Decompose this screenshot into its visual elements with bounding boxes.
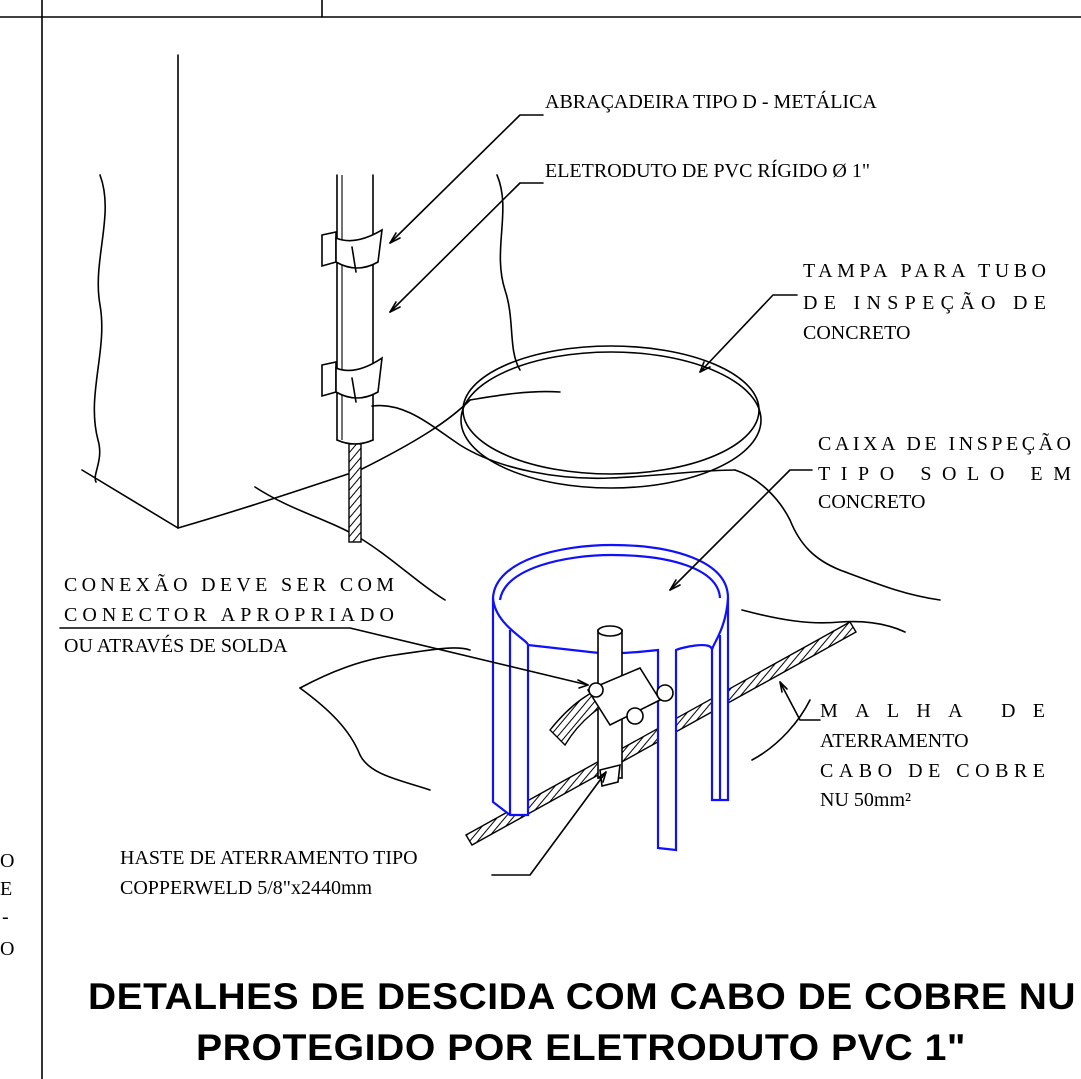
label-mesh: MALHA DE ATERRAMENTO CABO DE COBRE NU 50… [820,700,1045,811]
label-mesh-line-1: MALHA DE [820,700,1045,722]
label-box-line-1: CAIXA DE INSPEÇÃO [818,431,1071,455]
drawing-title-line-1: DETALHES DE DESCIDA COM CABO DE COBRE NU [88,976,1076,1017]
label-connection-line-2: CONECTOR APROPRIADO [64,604,394,626]
label-rod-line-1: HASTE DE ATERRAMENTO TIPO [120,847,418,869]
label-box-line-2: TIPO SOLO EM [818,463,1071,485]
label-connection-line-3: OU ATRAVÉS DE SOLDA [64,634,288,657]
label-mesh-line-2: ATERRAMENTO [820,730,969,752]
label-clamp: ABRAÇADEIRA TIPO D - METÁLICA [545,90,877,113]
label-mesh-line-4: NU 50mm² [820,789,911,811]
label-rod: HASTE DE ATERRAMENTO TIPO COPPERWELD 5/8… [120,847,418,899]
inspection-box [491,543,730,852]
side-fragment-2: E [0,878,12,900]
label-conduit: ELETRODUTO DE PVC RÍGIDO Ø 1" [545,159,870,182]
side-fragment-4: O [0,938,14,960]
label-rod-line-2: COPPERWELD 5/8"x2440mm [120,877,373,899]
inspection-lid [460,345,762,489]
label-connection-line-1: CONEXÃO DEVE SER COM [64,572,394,596]
label-connection: CONEXÃO DEVE SER COM CONECTOR APROPRIADO… [64,572,394,657]
side-fragment-3: - [2,906,9,928]
building-wall [81,54,521,529]
label-lid: TAMPA PARA TUBO DE INSPEÇÃO DE CONCRETO [803,260,1046,344]
side-fragment-1: O [0,850,14,872]
label-lid-line-2: DE INSPEÇÃO DE [803,290,1046,314]
label-lid-line-1: TAMPA PARA TUBO [803,260,1046,282]
label-lid-line-3: CONCRETO [803,322,910,344]
label-mesh-line-3: CABO DE COBRE [820,760,1045,782]
clamp-lower [321,356,383,403]
down-cable [348,443,362,543]
label-box: CAIXA DE INSPEÇÃO TIPO SOLO EM CONCRETO [818,431,1071,513]
rod-connector [549,666,674,787]
leader-lines [59,114,821,876]
drawing-title-line-2: PROTEGIDO POR ELETRODUTO PVC 1" [196,1027,966,1068]
label-box-line-3: CONCRETO [818,491,925,513]
ground-surface [254,390,941,791]
clamp-upper [321,228,383,273]
pvc-conduit [336,174,374,445]
side-text-fragment: O E - O [0,850,14,960]
